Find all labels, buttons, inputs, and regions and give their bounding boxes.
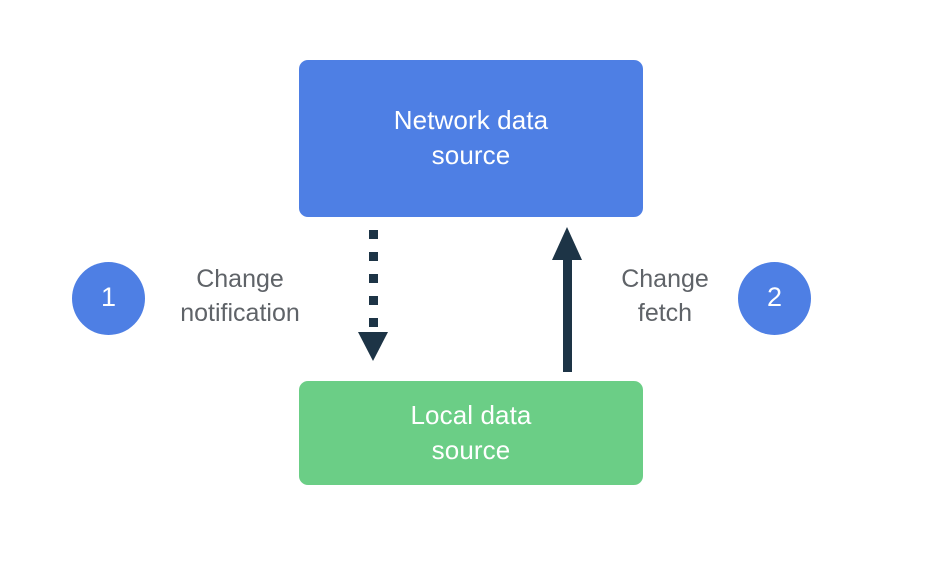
node-network-data-source-label: Network data source [393, 104, 549, 170]
edge-label-change-notification: Change notification [180, 265, 300, 327]
dotted-down-arrow-icon [358, 230, 388, 361]
step-badge-1: 1 [72, 262, 145, 335]
step-badge-2: 2 [738, 262, 811, 335]
node-local-data-source-label: Local data source [410, 400, 532, 465]
node-local-data-source: Local data source [299, 381, 643, 485]
node-network-data-source: Network data source [299, 60, 643, 217]
step-badge-2-number: 2 [766, 282, 783, 312]
edge-label-change-fetch: Change fetch [621, 265, 709, 327]
step-badge-1-number: 1 [100, 282, 117, 312]
solid-up-arrow-icon [552, 227, 582, 372]
